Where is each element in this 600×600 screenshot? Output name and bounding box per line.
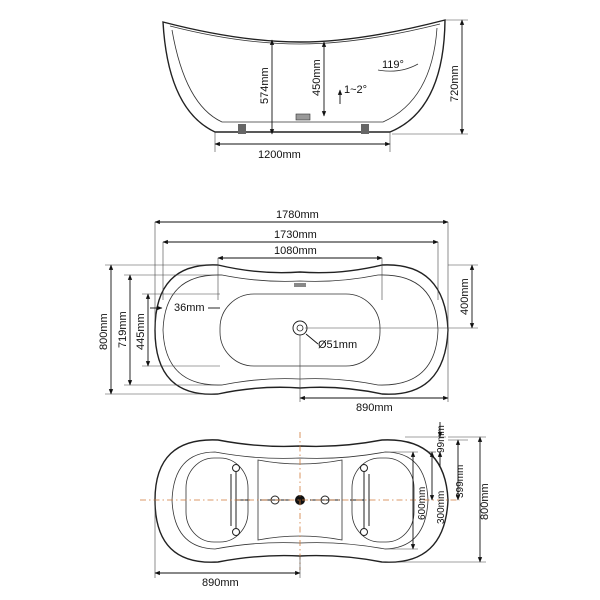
side-view-drain xyxy=(295,113,311,121)
bottom-view-dim-600-label: 600mm xyxy=(417,487,428,520)
top-view-basin-length-label: 1080mm xyxy=(274,245,317,257)
side-view-height-450-label: 450mm xyxy=(311,59,323,96)
top-view-height-445-label: 445mm xyxy=(135,313,147,350)
side-view-rim-line xyxy=(169,23,441,45)
side-view-foot-left xyxy=(238,124,246,134)
top-view: 1780mm 1730mm 1080mm 36mm 800mm 719mm 44… xyxy=(98,209,478,414)
top-view-height-800-label: 800mm xyxy=(98,313,110,350)
bottom-view-dim-399-label: 399mm xyxy=(455,465,466,498)
bottom-view-dim-300-label: 300mm xyxy=(436,491,447,524)
side-view-foot-right xyxy=(361,124,369,134)
top-view-overflow xyxy=(294,283,306,287)
bottom-view-dim-800-label: 800mm xyxy=(479,483,491,520)
side-view-length-label: 1200mm xyxy=(258,149,301,161)
top-view-height-719-label: 719mm xyxy=(117,311,129,348)
side-view-height-574-label: 574mm xyxy=(259,67,271,104)
bottom-view-half-length-label: 890mm xyxy=(202,577,239,589)
bottom-view-right-supports xyxy=(350,464,370,536)
top-view-half-length-label: 890mm xyxy=(356,402,393,414)
side-view-slope-label: 1~2° xyxy=(344,84,367,96)
top-view-outer-shell xyxy=(154,264,449,395)
bottom-view-dim-99-label: 99mm xyxy=(436,425,447,453)
top-view-rim-length-label: 1730mm xyxy=(274,229,317,241)
top-view-rim-offset-label: 36mm xyxy=(174,302,205,314)
bottom-view-center-panel xyxy=(257,459,343,541)
side-view-angle-label: 119° xyxy=(382,59,404,71)
top-view-half-width-label: 400mm xyxy=(459,278,471,315)
side-view-inner-line xyxy=(171,27,438,123)
top-view-rim-inner xyxy=(162,274,439,386)
bottom-view: 890mm 600mm 300mm 99mm 399mm 800mm xyxy=(140,422,491,589)
top-view-overall-length-label: 1780mm xyxy=(276,209,319,221)
top-view-drain-label: Ø51mm xyxy=(318,339,357,351)
side-view: 1200mm 574mm 450mm 1~2° 119° 720mm xyxy=(162,19,468,161)
side-view-height-720-label: 720mm xyxy=(449,65,461,102)
